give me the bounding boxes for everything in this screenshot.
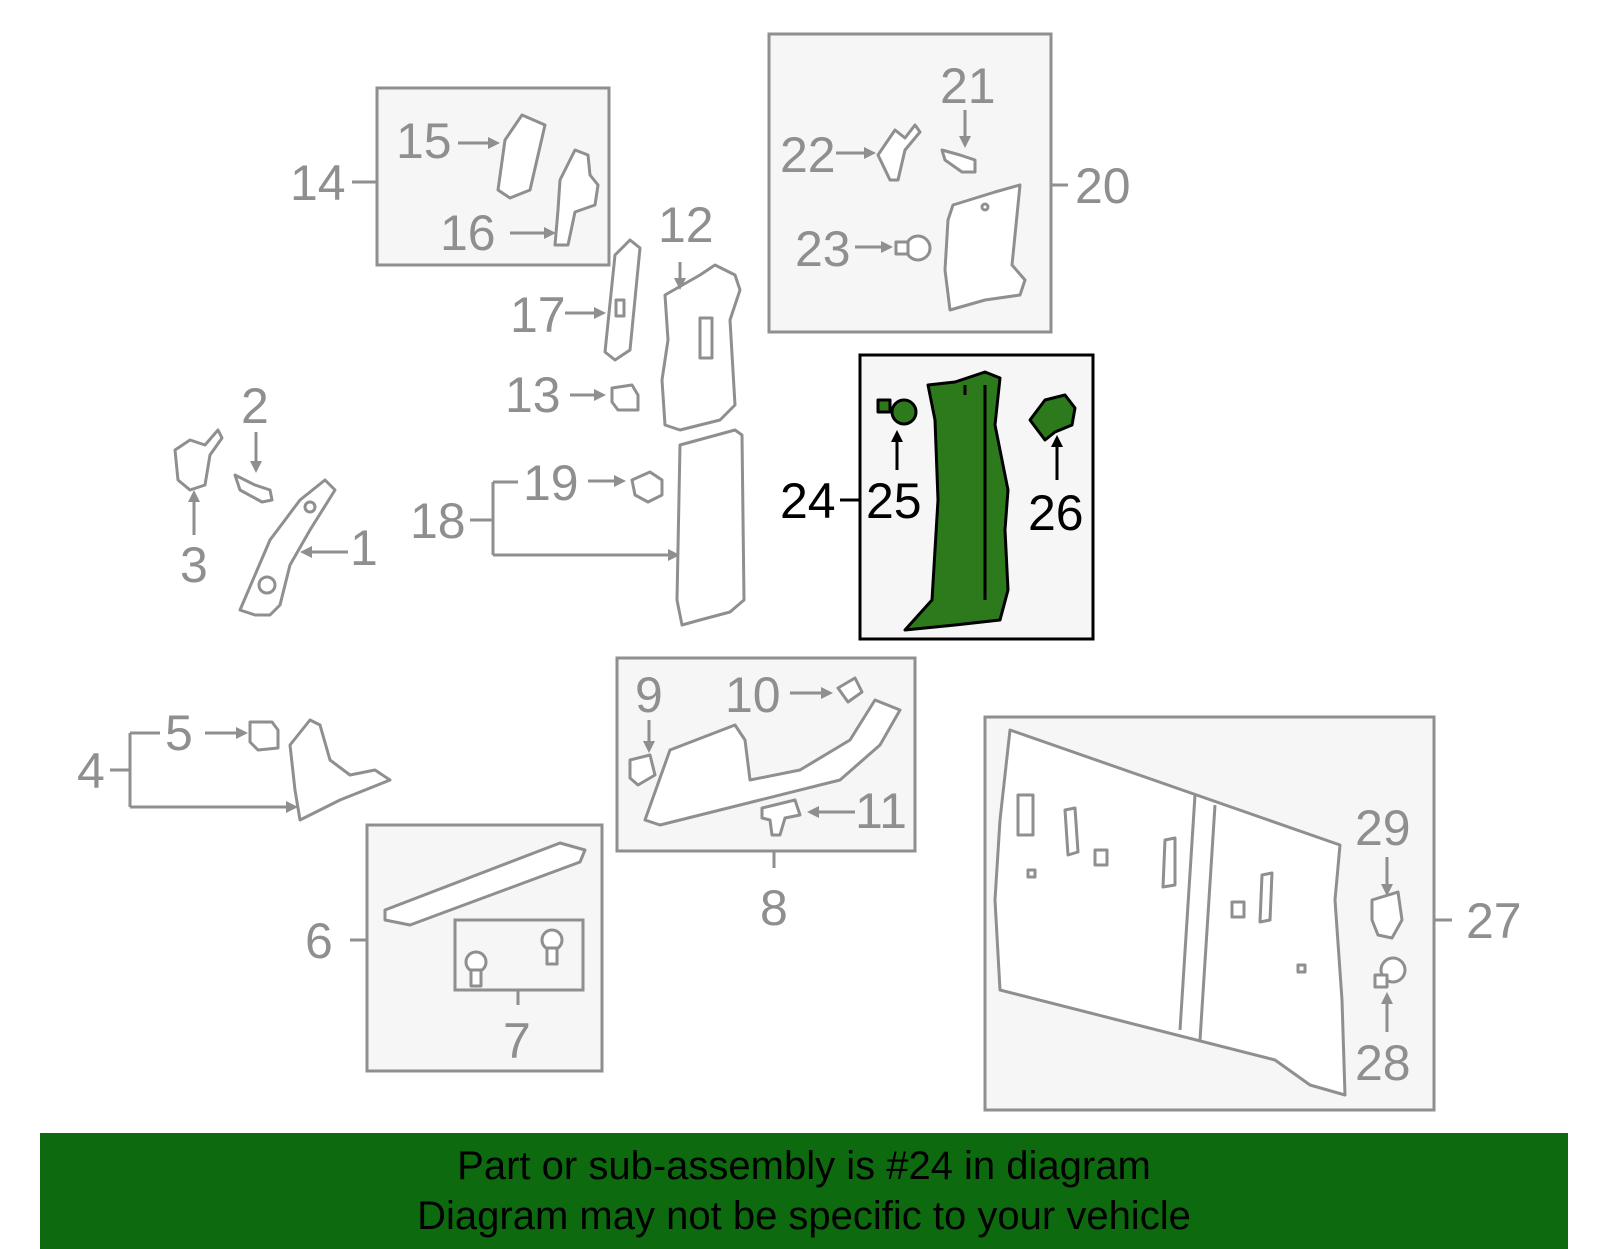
banner-line-1: Part or sub-assembly is #24 in diagram	[457, 1144, 1151, 1188]
callout-4: 4	[77, 743, 105, 799]
callout-19: 19	[523, 455, 579, 511]
callout-22: 22	[780, 127, 836, 183]
part-24-pillar-trim-highlighted[interactable]	[903, 370, 1010, 632]
callout-18: 18	[410, 493, 466, 549]
part-7-screws[interactable]	[464, 928, 564, 988]
part-17-belt-guide[interactable]	[603, 238, 642, 362]
part-9-clip[interactable]	[628, 753, 657, 787]
callout-29: 29	[1355, 800, 1411, 856]
part-22-clip[interactable]	[876, 123, 922, 182]
callout-23: 23	[795, 221, 851, 277]
part-5-clip[interactable]	[248, 720, 280, 752]
part-27-rear-panel[interactable]	[993, 728, 1347, 1097]
part-16-bracket[interactable]	[553, 148, 600, 247]
part-21-clip[interactable]	[940, 148, 977, 174]
part-20-pillar-upper[interactable]	[943, 183, 1027, 312]
callout-16: 16	[440, 205, 496, 261]
callout-27: 27	[1466, 893, 1522, 949]
part-3-retainer[interactable]	[173, 428, 224, 492]
part-8-sill-trim[interactable]	[643, 698, 902, 827]
part-29-clip[interactable]	[1370, 890, 1404, 940]
part-10-clip[interactable]	[836, 676, 864, 704]
callout-11: 11	[855, 783, 907, 839]
banner-line-2: Diagram may not be specific to your vehi…	[417, 1194, 1191, 1238]
callout-3: 3	[180, 537, 208, 593]
callout-25: 25	[866, 473, 922, 529]
callout-24: 24	[780, 473, 836, 529]
part-12-pillar-upper[interactable]	[660, 263, 742, 432]
callout-26: 26	[1028, 485, 1084, 541]
callout-28: 28	[1355, 1035, 1411, 1091]
callout-2: 2	[241, 378, 269, 434]
callout-15: 15	[396, 113, 452, 169]
callout-6: 6	[305, 913, 333, 969]
callout-13: 13	[505, 367, 561, 423]
part-11-clip[interactable]	[760, 798, 802, 837]
callout-1: 1	[350, 520, 378, 576]
part-25-fastener[interactable]	[876, 398, 918, 426]
callout-10: 10	[725, 667, 781, 723]
part-4-kick-panel[interactable]	[288, 718, 392, 822]
callout-12: 12	[658, 197, 714, 253]
part-18-pillar-lower[interactable]	[675, 428, 746, 627]
callout-7: 7	[503, 1013, 531, 1069]
part-19-clip[interactable]	[630, 470, 664, 504]
part-13-clip[interactable]	[610, 383, 640, 412]
callout-5: 5	[165, 705, 193, 761]
part-28-fastener[interactable]	[1373, 956, 1407, 989]
part-1-pillar-trim[interactable]	[238, 478, 337, 617]
callout-8: 8	[760, 880, 788, 936]
info-banner: Part or sub-assembly is #24 in diagram D…	[40, 1133, 1568, 1249]
part-6-sill-plate[interactable]	[383, 841, 587, 927]
part-23-fastener[interactable]	[894, 234, 932, 262]
callout-17: 17	[510, 287, 566, 343]
part-2-clip[interactable]	[233, 473, 274, 504]
callout-20: 20	[1075, 158, 1131, 214]
callout-9: 9	[635, 667, 663, 723]
part-26-clip[interactable]	[1028, 393, 1077, 442]
callout-14: 14	[290, 155, 346, 211]
callout-21: 21	[940, 58, 996, 114]
part-15-handle[interactable]	[496, 113, 547, 200]
